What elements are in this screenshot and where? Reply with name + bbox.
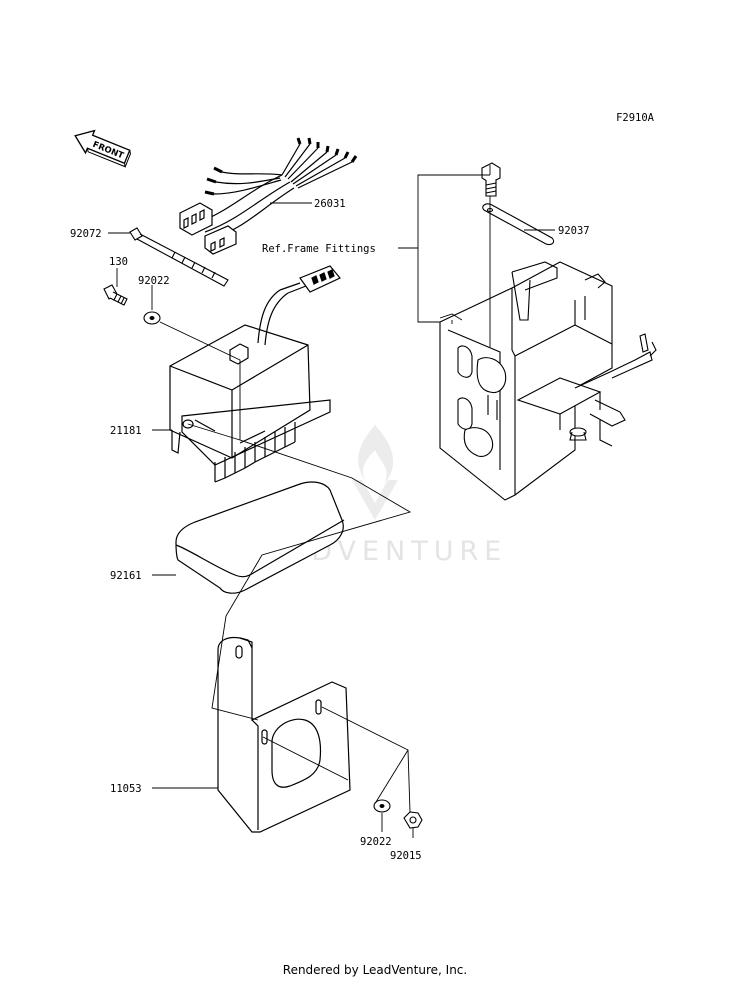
part-label-92022-top: 92022 bbox=[138, 275, 170, 287]
part-label-92161: 92161 bbox=[110, 570, 142, 582]
part-label-11053: 11053 bbox=[110, 783, 142, 795]
part-label-21181: 21181 bbox=[110, 425, 142, 437]
wire-harness-26031 bbox=[179, 137, 358, 255]
part-label-130: 130 bbox=[109, 256, 128, 268]
band-92037 bbox=[482, 203, 555, 246]
bolt-top-right bbox=[481, 162, 501, 197]
part-label-92072: 92072 bbox=[70, 228, 102, 240]
part-label-92022-bottom: 92022 bbox=[360, 836, 392, 848]
leader-lines bbox=[108, 165, 555, 838]
washer-92022-top bbox=[143, 311, 161, 325]
battery-case bbox=[439, 261, 657, 501]
part-label-92037: 92037 bbox=[558, 225, 590, 237]
bolt-130 bbox=[103, 284, 128, 306]
ref-frame-fittings-label: Ref.Frame Fittings bbox=[262, 243, 376, 255]
footer-credit: Rendered by LeadVenture, Inc. bbox=[282, 963, 468, 977]
front-arrow-icon: FRONT bbox=[74, 129, 131, 168]
drawing-code: F2910A bbox=[616, 112, 655, 124]
washer-92022-bottom bbox=[373, 799, 391, 813]
part-label-26031: 26031 bbox=[314, 198, 346, 210]
watermark-flame-icon bbox=[358, 425, 394, 484]
cable-tie-92072 bbox=[129, 227, 229, 287]
watermark-v-icon bbox=[352, 480, 398, 520]
part-label-92015: 92015 bbox=[390, 850, 422, 862]
cdi-unit-21181 bbox=[169, 265, 341, 483]
pad-92161 bbox=[175, 481, 345, 594]
nut-92015 bbox=[403, 811, 423, 829]
bracket-11053 bbox=[217, 636, 351, 833]
